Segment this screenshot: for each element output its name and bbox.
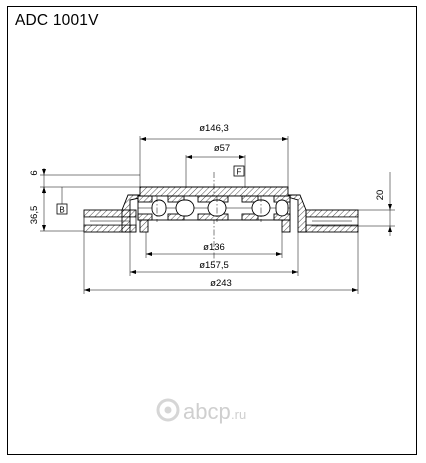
disc-section (83, 186, 359, 233)
datum-b: B (56, 187, 68, 215)
watermark-domain: .ru (231, 407, 246, 422)
hub-seg-4 (241, 195, 259, 203)
watermark-logo: abcp .ru (156, 398, 246, 424)
dimension-d243: ø243 (83, 232, 359, 294)
hub-seg-2 (167, 195, 185, 203)
watermark-brand: abcp (183, 399, 231, 424)
dim-label-57: ø57 (214, 143, 230, 154)
dim-label-157-5: ø157,5 (199, 260, 229, 271)
dim-label-36-5: 36,5 (29, 206, 40, 225)
part-code-title: ADC 1001V (15, 12, 99, 29)
lip-right (281, 219, 291, 233)
dimension-height-36-5: 36,5 (29, 187, 84, 232)
dim-label-146-3: ø146,3 (199, 123, 229, 134)
hub-seg-6 (137, 213, 153, 221)
datum-b-label: B (59, 206, 64, 215)
dim-label-136: ø136 (203, 242, 225, 253)
bolt-hole-5 (275, 199, 289, 217)
datum-f-label: F (237, 168, 242, 177)
ring-right-upper (305, 209, 359, 218)
dimension-d57: ø57 (185, 143, 246, 188)
dim-label-20: 20 (375, 190, 386, 201)
hub-seg-1 (137, 195, 153, 203)
bolt-hole-1 (151, 199, 167, 217)
hub-seg-9 (241, 213, 259, 221)
datum-f: F (233, 165, 245, 177)
ring-right-lower (305, 224, 359, 233)
dimension-d136: ø136 (145, 232, 283, 258)
dim-label-243: ø243 (210, 278, 232, 289)
bolt-hole-2 (175, 199, 195, 217)
dim-label-6: 6 (29, 170, 40, 175)
dimension-height-6: 6 (29, 168, 140, 194)
dimension-d157-5: ø157,5 (129, 232, 299, 276)
lip-left (139, 219, 149, 233)
dimension-d146-3: ø146,3 (139, 123, 289, 188)
hub-seg-7 (167, 213, 185, 221)
